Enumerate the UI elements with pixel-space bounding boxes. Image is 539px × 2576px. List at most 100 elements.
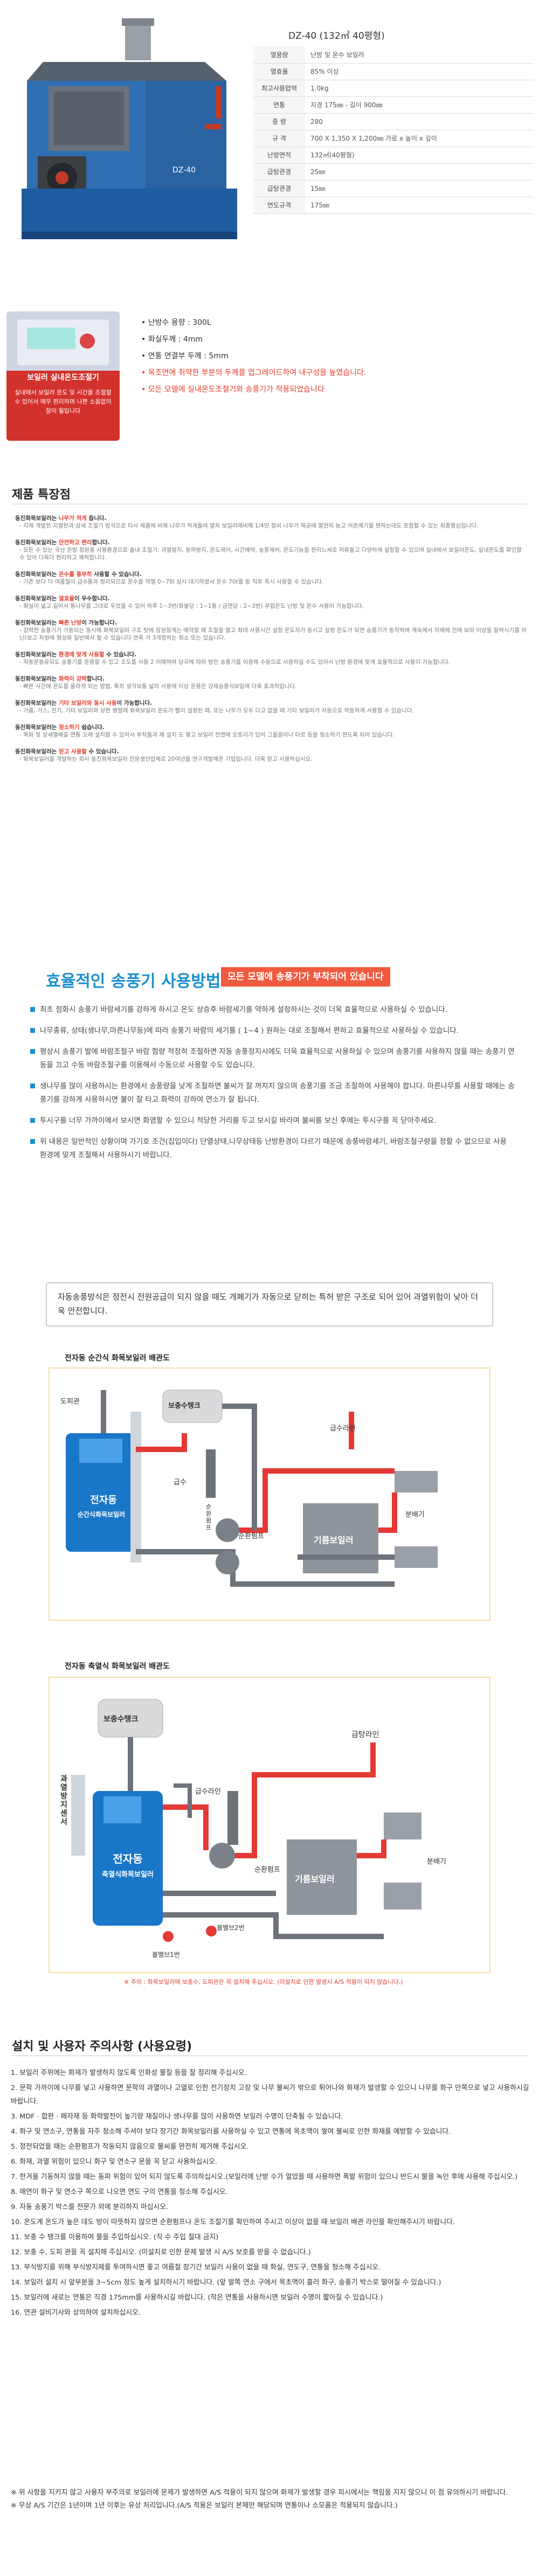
feature-heading-highlight: 믿고 사용할 xyxy=(58,748,87,755)
feature-heading-pre: 동진화목보일러는 xyxy=(15,651,59,658)
controller-section: 보일러 실내온도조절기 실내에서 보일러 온도 및 시간을 조절할 수 있어서 … xyxy=(0,311,539,446)
controller-bullets: • 난방수 용량 : 300L • 화실두께 : 4mm • 연통 연결부 두께… xyxy=(141,315,366,398)
caution-title: 설치 및 사용자 주의사항 (사용요령) xyxy=(12,2040,192,2053)
feature-heading-pre: 동진화목보일러는 xyxy=(15,620,59,626)
feature-heading: 동진화목보일러는 온수를 풍부히 사용할 수 있습니다. xyxy=(15,571,527,578)
d1-label-chimney: 도피관 xyxy=(60,1398,80,1406)
caution-item: 5. 정전되었을 때는 순환펌프가 작동되지 않음으로 불씨를 완전히 제거해 … xyxy=(11,2143,249,2151)
d2-label-cold: 급수라인 xyxy=(195,1788,221,1796)
feature-desc: - 모든 수 있는 국산 온방 정원풍 사용환경으로 솔내 조절기: 과열방지,… xyxy=(19,547,522,561)
feature-item: 동진화목보일러는 빠른 난방이 가능합니다.- 강력한 송풍기가 가동되는 동시… xyxy=(15,619,527,642)
feature-heading-pre: 동진화목보일러는 xyxy=(15,748,59,755)
feature-heading-post: 합니다. xyxy=(86,676,105,682)
d1-label-gas-boiler: 기름보일러 xyxy=(314,1535,354,1545)
feature-heading: 동진화목보일러는 안전하고 편리합니다. xyxy=(15,539,527,546)
d1-label-return: 순환펌프 xyxy=(206,1503,212,1531)
thermostat-label: 보일러 실내온도조절기 xyxy=(27,373,99,382)
caution-item: 13. 부식방지를 위해 부식방지제를 투여하시면 좋고 여름철 장기간 보일러… xyxy=(11,2263,381,2272)
spec-value: 25㎜ xyxy=(305,163,534,180)
caution-item: 9. 자동 송풍기 박스를 전문가 외에 분리하지 마십시오. xyxy=(11,2203,168,2211)
caution-item: 6. 화재, 과열 위험이 있으니 화구 및 연소구 문을 꼭 닫고 사용하십시… xyxy=(11,2158,217,2166)
feature-heading-highlight: 화력이 강력 xyxy=(58,676,87,682)
spec-key: 열용량 xyxy=(253,46,305,64)
feature-desc: - 지제 개발한 지열판과 상세 조절기 방식으로 타사 제품에 비해 나무가 … xyxy=(19,523,479,529)
caution-footer-line: ※ 무상 A/S 기간은 1년이며 1년 이후는 유상 처리입니다.(A/S 적… xyxy=(11,2502,398,2510)
boiler-product-image: DZ-40 xyxy=(11,11,240,248)
feature-heading: 동진화목보일러는 환경에 맞게 사용할 수 있습니다. xyxy=(15,651,527,658)
spec-key: 규 격 xyxy=(253,130,305,147)
blower-badge: 모든 모델에 송풍기가 부착되어 있습니다 xyxy=(221,967,390,987)
d2-label-tank: 보충수탱크 xyxy=(103,1715,139,1724)
feature-item: 동진화목보일러는 환경에 맞게 사용할 수 있습니다.- 자동운동유되도 송풍기… xyxy=(15,651,527,666)
blower-item: 생나무를 많이 사용하시는 환경에서 송풍량을 낮게 조절하면 불씨가 잘 꺼지… xyxy=(30,1080,515,1107)
thermostat-desc: 실내에서 보일러 온도 및 시간을 조절할 수 있어서 매우 편리하며 나쁜 소… xyxy=(15,389,112,414)
d1-label-boiler-bottom: 순간식화목보일러 xyxy=(77,1511,126,1518)
feature-heading-highlight: 나무가 적게 xyxy=(58,515,87,522)
feature-heading-pre: 동진화목보일러는 xyxy=(15,676,59,682)
d2-label-valve1: 볼밸브1번 xyxy=(152,1951,180,1959)
features-title: 제품 특장점 xyxy=(12,488,71,502)
d2-label-side: 과열방지센서 xyxy=(60,1775,67,1827)
diagram2: 보충수탱크 과열방지센서 전자동 축열식화목보일러 급탕라인 급수라인 순환펌프… xyxy=(49,1677,490,1973)
feature-desc: - 화실이 넓고 길어서 통나무를 그대로 두었을 수 있어 하루 1~3번(화… xyxy=(19,603,364,609)
caution-item: 14. 보일러 설치 시 앞부분을 3~5cm 정도 높게 설치하시기 바랍니다… xyxy=(11,2279,441,2287)
bullet-capacity: • 난방수 용량 : 300L xyxy=(141,318,211,327)
feature-heading-pre: 동진화목보일러는 xyxy=(15,539,59,546)
spec-value: 280 xyxy=(305,113,534,130)
feature-heading-pre: 동진화목보일러는 xyxy=(15,571,59,578)
feature-heading-highlight: 열효율 xyxy=(58,595,74,602)
feature-heading-pre: 동진화목보일러는 xyxy=(15,700,59,706)
feature-item: 동진화목보일러는 청소하기 쉽습니다.- 쪽화 및 상세열배출 연통 오래 설치… xyxy=(15,724,527,739)
d2-label-hot: 급탕라인 xyxy=(351,1731,379,1739)
feature-heading-pre: 동진화목보일러는 xyxy=(15,595,59,602)
feature-desc: - 가름, 가스, 전기, 기타 보일러와 상편 병렬에 화목보일러 온도가 빨… xyxy=(19,707,414,714)
feature-heading-pre: 동진화목보일러는 xyxy=(15,515,59,522)
spec-key: 난방면적 xyxy=(253,147,305,164)
feature-desc: - 빠른 시간에 온도를 올라게 되는 방법, 특히 생각보통 넓의 사용에 이… xyxy=(19,683,297,690)
blower-item: 위 내용은 일반적인 상황이며 가기호 조건(집입이다) 단열상태,나무상태등 … xyxy=(30,1135,515,1162)
caution-item: 16. 연관 설비기사와 상의하여 설치하십시오. xyxy=(11,2309,141,2317)
d2-label-pump: 순환펌프 xyxy=(254,1866,280,1874)
feature-item: 동진화목보일러는 안전하고 편리합니다.- 모든 수 있는 국산 온방 정원풍 … xyxy=(15,539,527,561)
feature-heading-post: 수 있습니다. xyxy=(86,748,119,755)
feature-heading-pre: 동진화목보일러는 xyxy=(15,724,59,731)
feature-heading-highlight: 빠른 난방 xyxy=(58,620,82,626)
spec-key: 연도규격 xyxy=(253,197,305,214)
d2-label-distributor: 분배기 xyxy=(427,1858,446,1866)
caution-item: 1. 보일러 주위에는 화재가 발생하지 않도록 인화성 물질 등을 잘 정리해… xyxy=(11,2069,247,2077)
caution-item: 2. 문학 가까이에 나무를 넣고 사용하면 문학의 과열이나 고열로 인한 전… xyxy=(11,2084,529,2106)
bullet-wall: • 화실두께 : 4mm xyxy=(141,335,203,344)
diagram-note: ※ 주의 : 화목보일러에 보충수, 도피관은 꼭 설치해 주십시오. (미설치… xyxy=(124,1978,403,1985)
diagram1-title: 전자동 순간식 화목보일러 배관도 xyxy=(65,1354,170,1363)
caution-footer: ※ 위 사항을 지키지 않고 사용자 부주의로 보일러에 문제가 발생하면 A/… xyxy=(11,2487,528,2512)
blower-item: 최초 점화시 송풍기 바람세기를 강하게 하시고 온도 상승후 바람세기를 약하… xyxy=(30,1003,515,1017)
feature-heading-highlight: 안전하고 편리 xyxy=(58,539,92,546)
model-title: DZ-40 (132㎡ 40평형) xyxy=(288,31,385,41)
spec-value: 1.0kg xyxy=(305,80,534,97)
blower-item: 평상시 송풍기 발에 바람조절구 바람 함량 적정히 조절하면 자동 송풍정지시… xyxy=(30,1045,515,1072)
feature-item: 동진화목보일러는 온수를 풍부히 사용할 수 있습니다.- 기존 보다 더 여름… xyxy=(15,571,527,586)
spec-key: 최고사용압력 xyxy=(253,80,305,97)
caution-item: 7. 한겨울 기동하지 않을 때는 동파 위험이 있어 되지 않도록 주의하십시… xyxy=(11,2173,518,2181)
feature-item: 동진화목보일러는 화력이 강력합니다.- 빠른 시간에 온도를 올라게 되는 방… xyxy=(15,675,527,690)
feature-heading-highlight: 환경에 맞게 사용할 xyxy=(58,651,105,658)
blower-item: 투시구를 너무 가까이에서 보시면 화염할 수 있으니 적당한 거리를 두고 보… xyxy=(30,1114,515,1128)
room-thermostat-image: 보일러 실내온도조절기 실내에서 보일러 온도 및 시간을 조절할 수 있어서 … xyxy=(6,311,120,441)
bullet-durability: • 목조면에 취약한 부분의 두께를 업그레이드하여 내구성을 높였습니다. xyxy=(141,369,367,377)
feature-heading-post: 사용할 수 있습니다. xyxy=(92,571,142,578)
feature-heading-highlight: 청소하기 xyxy=(58,724,80,731)
d2-label-boiler-top: 전자동 xyxy=(113,1852,143,1865)
features-list: 동진화목보일러는 나무가 적게 듭니다.- 지제 개발한 지열판과 상세 조절기… xyxy=(15,515,527,772)
spec-value: 지경 175㎜ - 길이 900㎜ xyxy=(305,96,534,114)
spec-value: 난방 및 온수 보일러 xyxy=(305,46,534,64)
d1-label-hot-line: 급수라인 xyxy=(330,1425,356,1433)
